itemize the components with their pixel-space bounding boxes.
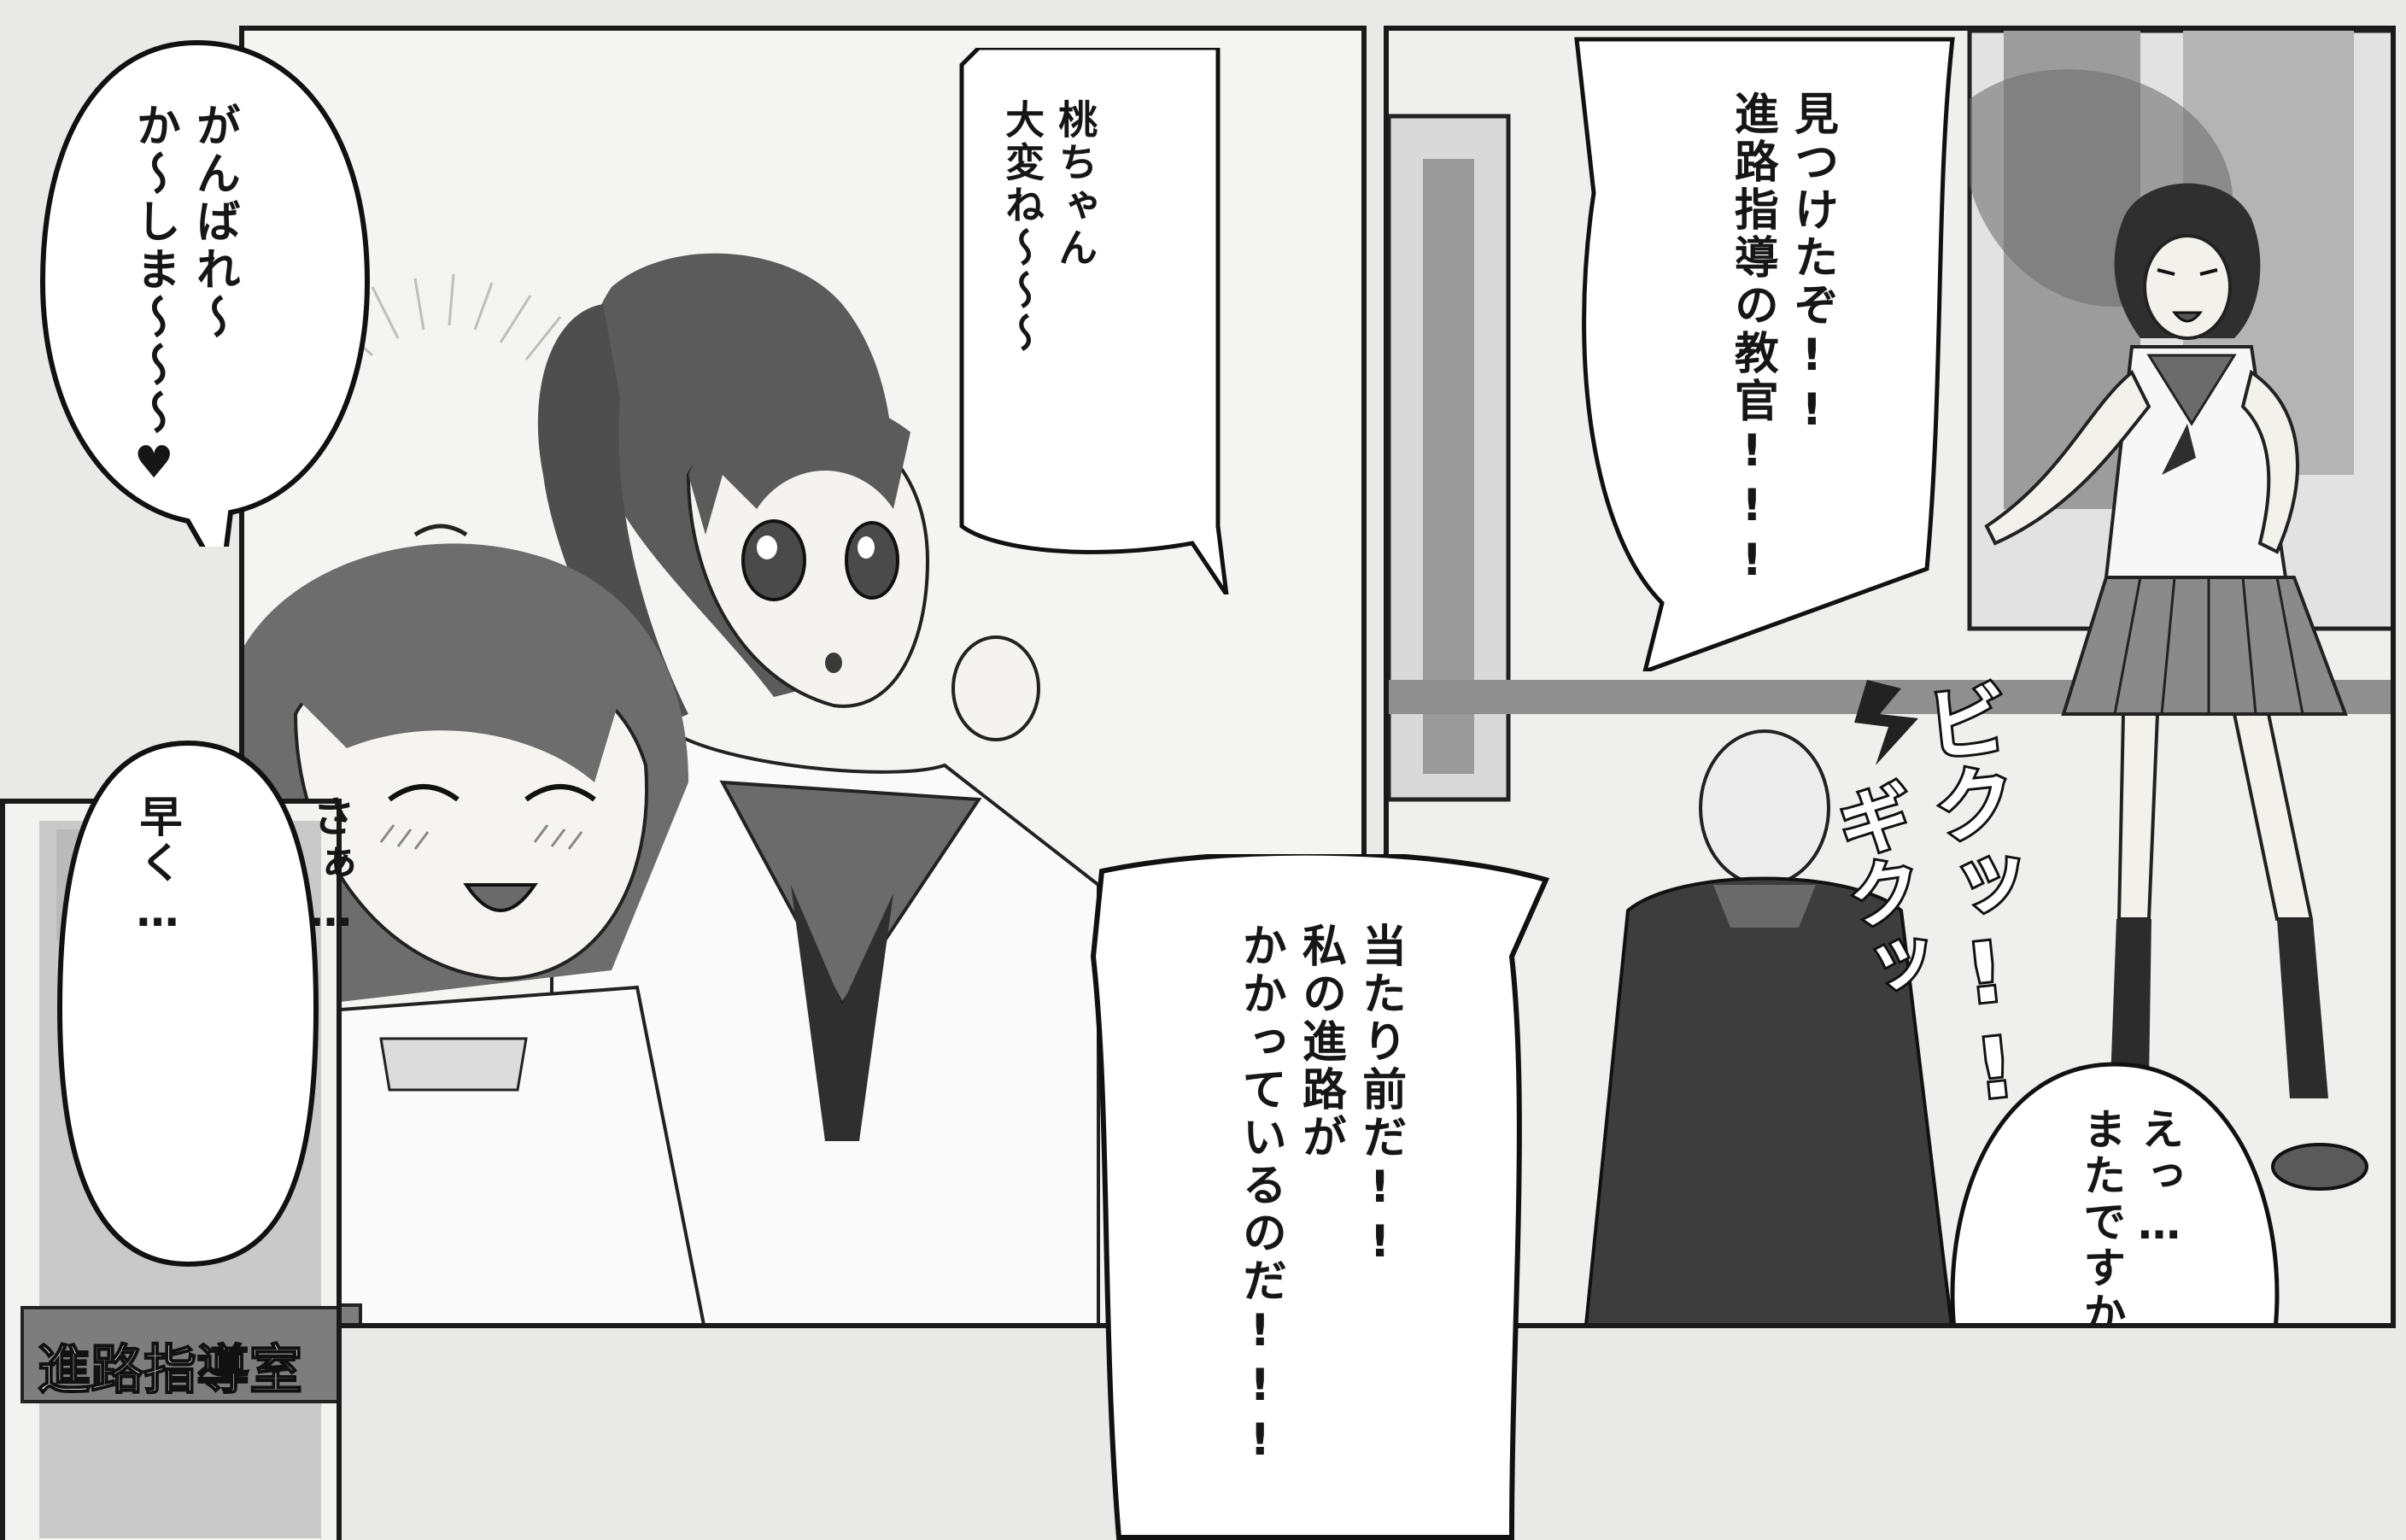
panel-left: 桃ちゃん 大変ね〜〜〜 進路指導室 [239, 26, 1367, 1328]
text-found: 見つけたぞ!! 進路指導の教官!!! [1726, 91, 1838, 589]
speech-bubble-obviously [1090, 854, 1550, 1540]
text-cheer: がんばれ〜 か〜しま〜〜〜♥ [128, 102, 240, 492]
text-again: えっ… またですか…? [2076, 1107, 2185, 1328]
speech-bubble-again [1950, 1062, 2280, 1323]
speech-bubble-cheer [39, 39, 371, 547]
text-obviously: 当たり前だ!! 私の進路が かかっているのだ!!! [1234, 922, 1406, 1469]
text-hurry: さぁ… 早く… [132, 794, 356, 940]
sign-text-room: 進路指導室 [37, 1338, 303, 1402]
speech-bubble-hurry [56, 740, 319, 1268]
speech-bubble-found [1574, 37, 1955, 671]
panel-right: 見つけたぞ!! 進路指導の教官!!! ビクッ!! ギクッ えっ… またですか…? [1384, 26, 2396, 1328]
text-momo-chan: 桃ちゃん 大変ね〜〜〜 [999, 99, 1099, 355]
speech-bubble-momo [959, 48, 1229, 594]
